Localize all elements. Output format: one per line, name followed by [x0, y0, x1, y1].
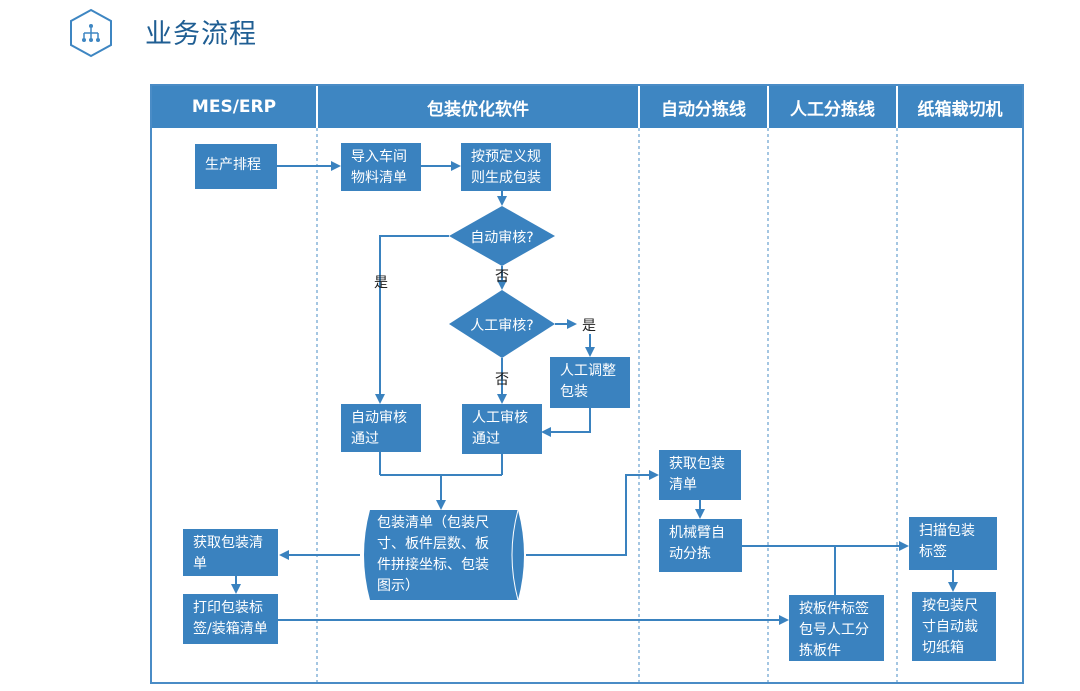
auto-review-yes-label: 是: [374, 275, 388, 291]
cut-box-line1: 按包装尺: [922, 598, 978, 614]
packing-list-line4: 图示）: [377, 578, 419, 594]
scan-label-line1: 扫描包装: [919, 523, 975, 539]
print-label-line1: 打印包装标: [193, 600, 263, 616]
packing-list-text: 包装清单（包装尺 寸、板件层数、板 件拼接坐标、包装 图示）: [377, 513, 489, 597]
scan-label-line2: 标签: [919, 544, 947, 560]
production-schedule-node: 生产排程: [195, 144, 277, 189]
import-materials-line2: 物料清单: [351, 170, 407, 186]
manual-sort-line1: 按板件标签: [799, 601, 869, 617]
auto-review-diamond: [449, 206, 555, 266]
swimlane-frame: [150, 84, 1024, 684]
cut-box-line3: 切纸箱: [922, 640, 964, 656]
auto-review-no-label: 否: [495, 269, 509, 285]
robot-sort-line1: 机械臂自: [669, 525, 725, 541]
scan-label-node: 扫描包装 标签: [909, 517, 997, 570]
packing-list-line2: 寸、板件层数、板: [377, 536, 489, 552]
auto-review-question: 自动审核?: [470, 230, 534, 246]
org-chart-icon: [70, 8, 112, 58]
manual-adjust-node: 人工调整 包装: [550, 357, 630, 408]
manual-review-pass-line1: 人工审核: [472, 410, 528, 426]
manual-review-pass-node: 人工审核 通过: [462, 404, 542, 454]
manual-review-no-label: 否: [495, 372, 509, 388]
mes-get-list-line2: 单: [193, 556, 207, 572]
robot-sort-line2: 动分拣: [669, 546, 711, 562]
generate-packaging-line1: 按预定义规: [471, 149, 541, 165]
manual-sort-line2: 包号人工分: [799, 622, 869, 638]
auto-review-pass-node: 自动审核 通过: [341, 404, 421, 452]
lane-header-mes-erp: MES/ERP: [152, 86, 316, 128]
cut-box-node: 按包装尺 寸自动裁 切纸箱: [912, 592, 996, 661]
lane-header-manual-sorting: 人工分拣线: [769, 86, 896, 128]
mes-get-list-line1: 获取包装清: [193, 535, 263, 551]
lane-header-auto-sorting: 自动分拣线: [640, 86, 767, 128]
cut-box-line2: 寸自动裁: [922, 619, 978, 635]
import-materials-node: 导入车间 物料清单: [341, 143, 421, 191]
manual-adjust-line2: 包装: [560, 384, 588, 400]
auto-get-list-node: 获取包装 清单: [659, 450, 741, 500]
mes-get-list-node: 获取包装清 单: [183, 529, 278, 576]
packing-list-line3: 件拼接坐标、包装: [377, 557, 489, 573]
auto-review-pass-line1: 自动审核: [351, 410, 407, 426]
manual-sort-node: 按板件标签 包号人工分 拣板件: [789, 595, 884, 661]
robot-sort-node: 机械臂自 动分拣: [659, 519, 742, 572]
print-label-node: 打印包装标 签/装箱清单: [183, 594, 278, 644]
packing-list-line1: 包装清单（包装尺: [377, 515, 489, 531]
manual-adjust-line1: 人工调整: [560, 363, 616, 379]
manual-review-pass-line2: 通过: [472, 431, 500, 447]
lane-header-packaging-software: 包装优化软件: [318, 86, 638, 128]
auto-get-list-line2: 清单: [669, 477, 697, 493]
packing-list-shape: [364, 510, 524, 600]
manual-review-diamond: [449, 290, 555, 358]
lane-header-box-cutter: 纸箱裁切机: [898, 86, 1022, 128]
manual-review-question: 人工审核?: [470, 318, 534, 334]
print-label-line2: 签/装箱清单: [193, 621, 268, 637]
page-title: 业务流程: [145, 19, 257, 50]
manual-review-yes-label: 是: [582, 318, 596, 334]
manual-sort-line3: 拣板件: [799, 643, 841, 659]
auto-get-list-line1: 获取包装: [669, 456, 725, 472]
auto-review-pass-line2: 通过: [351, 431, 379, 447]
import-materials-line1: 导入车间: [351, 149, 407, 165]
production-schedule-label: 生产排程: [205, 157, 261, 173]
generate-packaging-node: 按预定义规 则生成包装: [461, 143, 551, 191]
generate-packaging-line2: 则生成包装: [471, 170, 541, 186]
